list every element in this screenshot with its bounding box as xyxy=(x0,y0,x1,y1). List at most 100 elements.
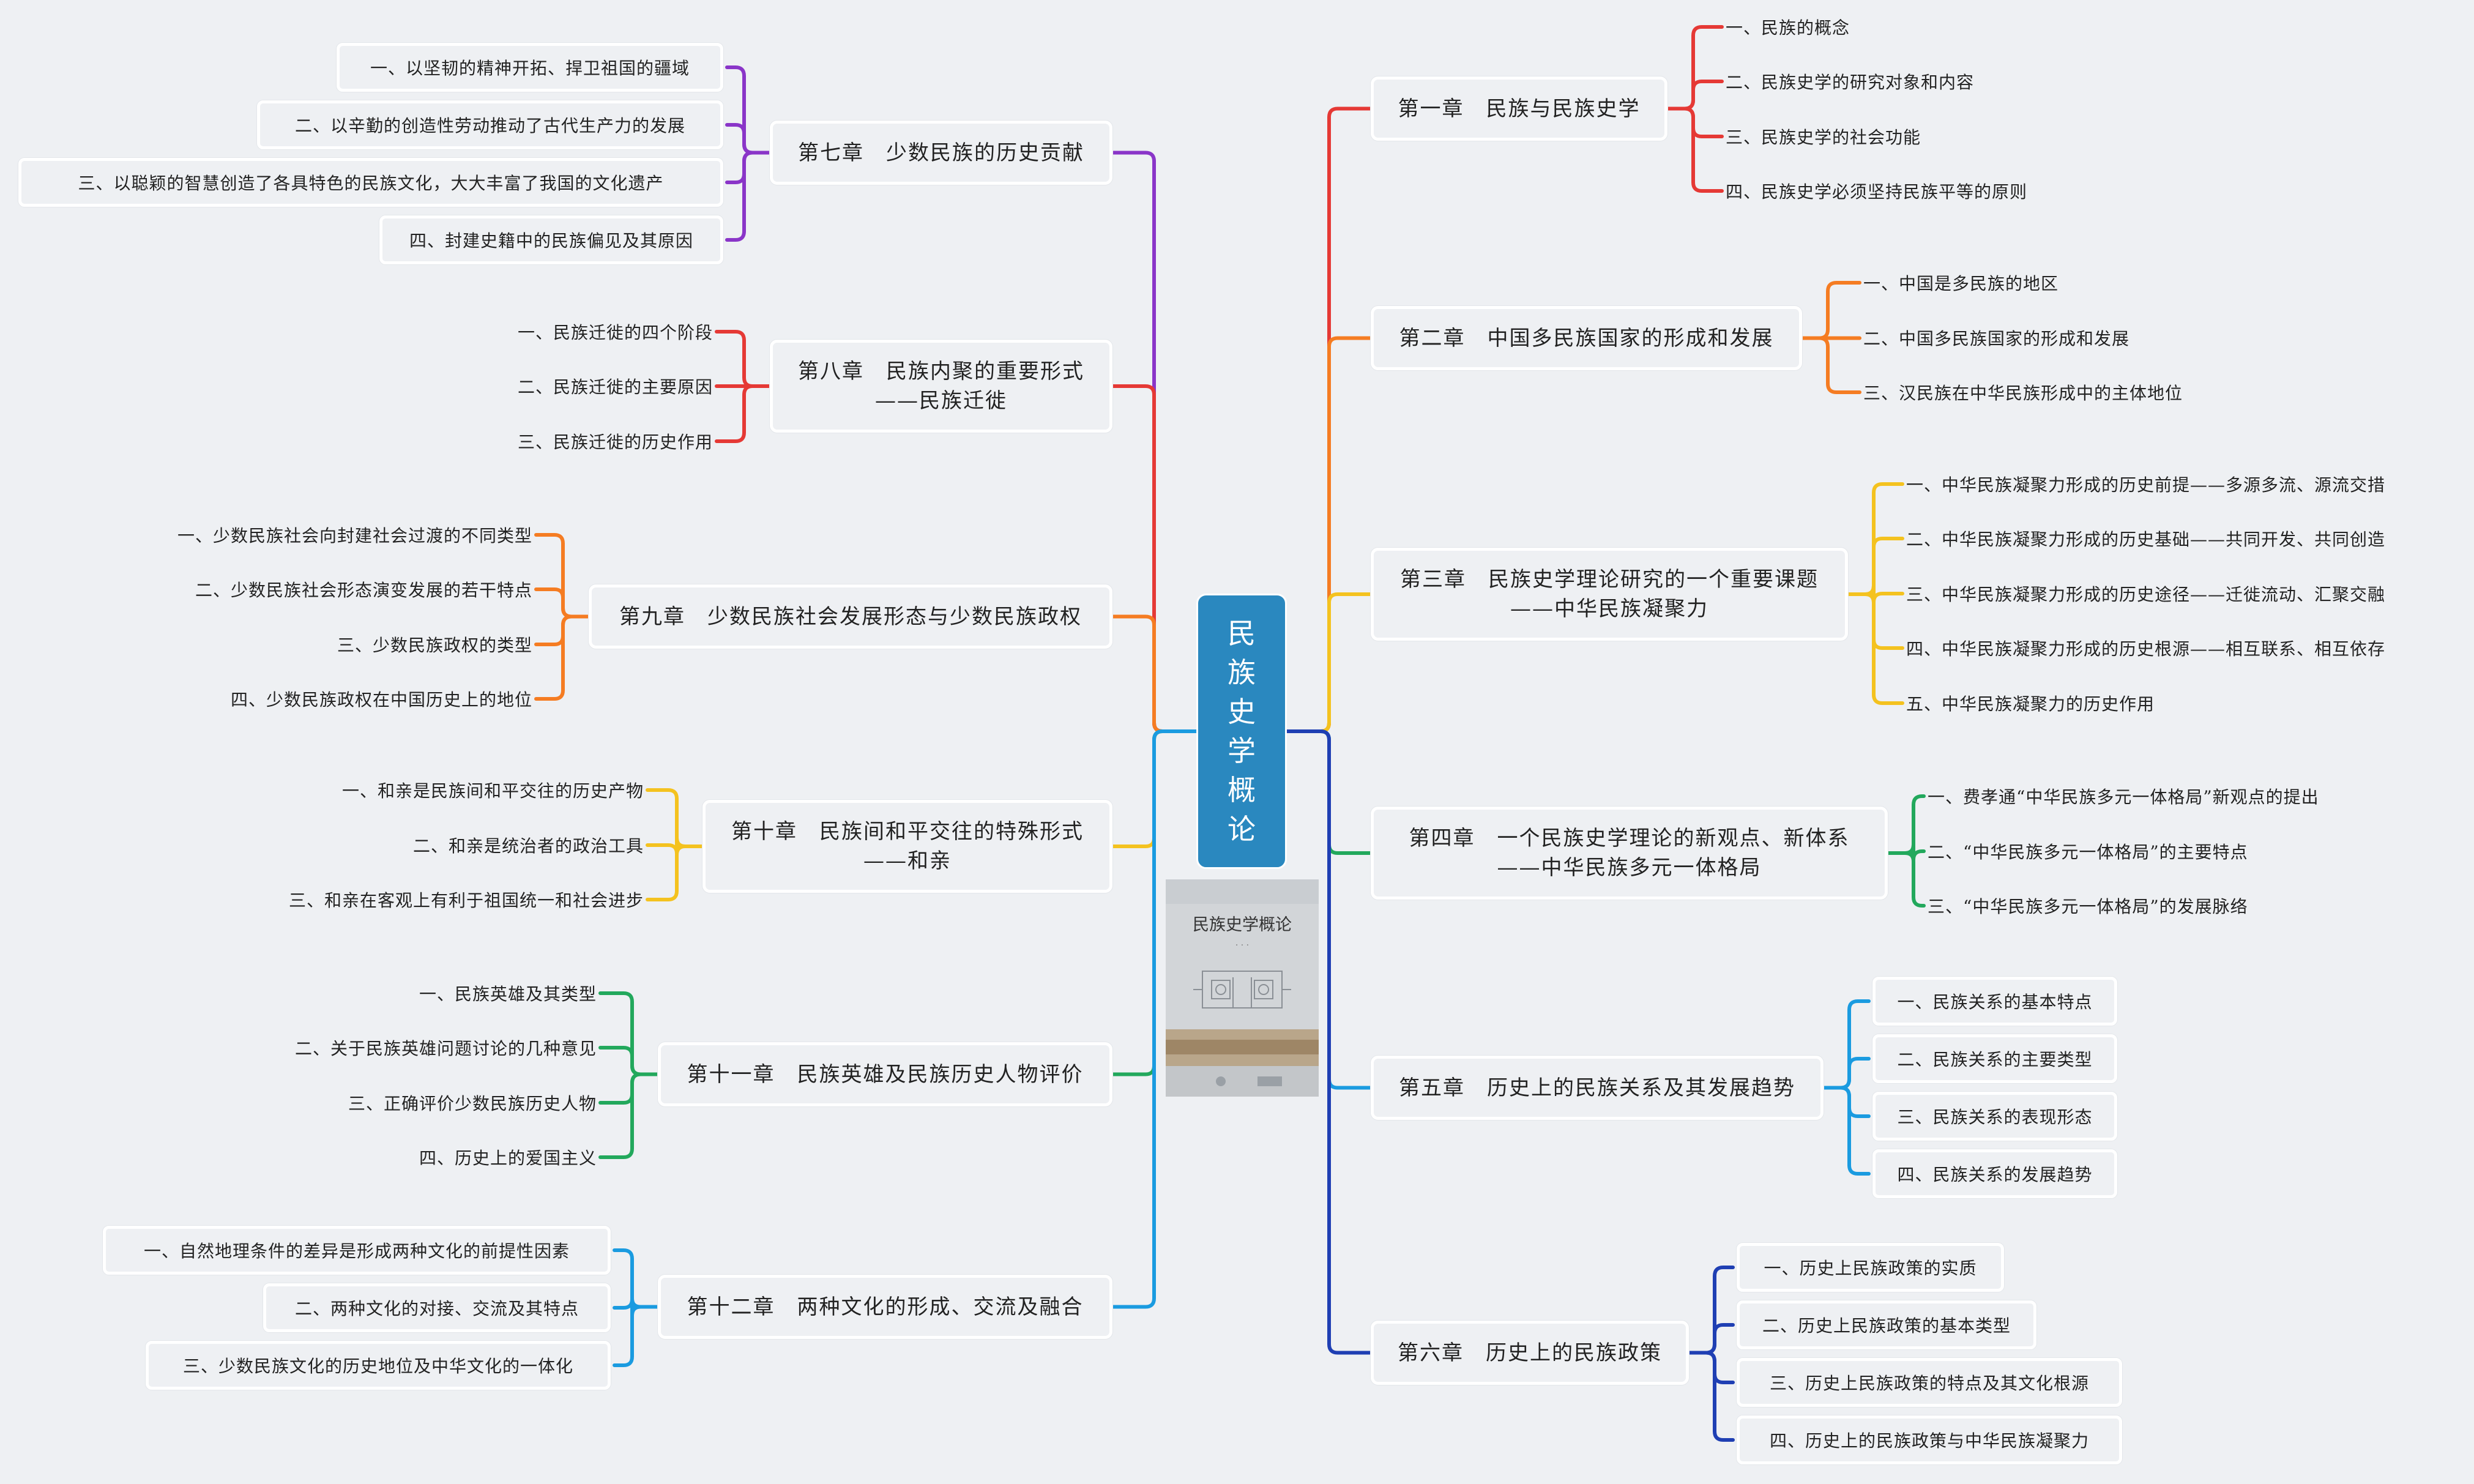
connector-line xyxy=(613,1248,643,1309)
connector-line xyxy=(1839,1086,1871,1118)
subtopic-item[interactable]: 二、以辛勤的创造性劳动推动了古代生产力的发展 xyxy=(257,100,723,149)
subtopic-item[interactable]: 三、历史上民族政策的特点及其文化根源 xyxy=(1737,1358,2122,1407)
connector-line xyxy=(534,587,573,619)
chapter-node-10[interactable]: 第十章 民族间和平交往的特殊形式 ——和亲 xyxy=(702,800,1112,893)
subtopic-item[interactable]: 一、以坚韧的精神开拓、捍卫祖国的疆域 xyxy=(337,43,723,92)
subtopic-item[interactable]: 三、民族迁徙的历史作用 xyxy=(517,432,713,452)
connector-line xyxy=(725,151,754,184)
subtopic-item[interactable]: 一、和亲是民族间和平交往的历史产物 xyxy=(341,781,644,801)
subtopic-item[interactable]: 四、封建史籍中的民族偏见及其原因 xyxy=(379,215,723,264)
connector-line xyxy=(1903,851,1926,908)
connector-line xyxy=(1817,336,1861,394)
connector-line xyxy=(646,845,687,901)
subtopic-item[interactable]: 三、以聪颖的智慧创造了各具特色的民族文化，大大丰富了我国的文化遗产 xyxy=(18,158,723,207)
subtopic-item[interactable]: 一、费孝通“中华民族多元一体格局”新观点的提出 xyxy=(1928,787,2319,807)
connector-line xyxy=(534,533,573,619)
subtopic-item[interactable]: 三、中华民族凝聚力形成的历史途径——迁徙流动、汇聚交融 xyxy=(1906,584,2386,605)
subtopic-item[interactable]: 一、中华民族凝聚力形成的历史前提——多源多流、源流交措 xyxy=(1906,475,2386,495)
connector-line xyxy=(1863,592,1904,650)
connector-line xyxy=(715,384,754,443)
connector-line xyxy=(534,614,573,646)
subtopic-item[interactable]: 四、民族史学必须坚持民族平等的原则 xyxy=(1726,182,2028,202)
connector-line xyxy=(1839,1086,1871,1176)
subtopic-item[interactable]: 四、历史上的爱国主义 xyxy=(419,1148,597,1168)
subtopic-item[interactable]: 二、历史上民族政策的基本类型 xyxy=(1737,1300,2036,1349)
subtopic-item[interactable]: 二、民族史学的研究对象和内容 xyxy=(1726,72,1975,92)
chapter-node-1[interactable]: 第一章 民族与民族史学 xyxy=(1371,76,1667,141)
chapter-node-12[interactable]: 第十二章 两种文化的形成、交流及融合 xyxy=(658,1275,1112,1339)
connector-line xyxy=(534,614,573,701)
subtopic-item[interactable]: 二、和亲是统治者的政治工具 xyxy=(412,836,644,856)
chapter-node-6[interactable]: 第六章 历史上的民族政策 xyxy=(1371,1321,1689,1385)
connector-line xyxy=(1704,1266,1735,1355)
subtopic-item[interactable]: 五、中华民族凝聚力的历史作用 xyxy=(1906,694,2155,714)
central-topic[interactable]: 民 族 史 学 概 论 xyxy=(1196,594,1287,869)
connector-line xyxy=(725,65,754,155)
subtopic-item[interactable]: 三、民族关系的表现形态 xyxy=(1872,1092,2117,1141)
connector-line xyxy=(1683,106,1724,193)
subtopic-item[interactable]: 二、民族迁徙的主要原因 xyxy=(517,377,713,397)
book-cover-title: 民族史学概论 xyxy=(1193,915,1292,934)
chapter-node-7[interactable]: 第七章 少数民族的历史贡献 xyxy=(770,121,1112,185)
central-topic-char: 史 xyxy=(1228,695,1256,728)
connector-line xyxy=(1704,1323,1735,1355)
subtopic-item[interactable]: 一、历史上民族政策的实质 xyxy=(1737,1243,2004,1292)
subtopic-item[interactable]: 三、民族史学的社会功能 xyxy=(1726,127,1921,147)
connector-line xyxy=(1111,729,1198,1309)
subtopic-item[interactable]: 三、和亲在客观上有利于祖国统一和社会进步 xyxy=(288,890,644,911)
central-topic-char: 学 xyxy=(1228,734,1256,767)
subtopic-item[interactable]: 一、自然地理条件的差异是形成两种文化的前提性因素 xyxy=(103,1226,611,1275)
connector-line xyxy=(1817,281,1861,340)
connector-line xyxy=(725,151,754,242)
subtopic-item[interactable]: 三、少数民族政权的类型 xyxy=(337,635,532,655)
connector-line xyxy=(1839,1057,1871,1090)
book-cover-author: · · · xyxy=(1235,941,1250,950)
subtopic-item[interactable]: 一、少数民族社会向封建社会过渡的不同类型 xyxy=(177,526,532,546)
book-cover-image: 民族史学概论 · · · xyxy=(1166,879,1319,1097)
chapter-node-3[interactable]: 第三章 民族史学理论研究的一个重要课题 ——中华民族凝聚力 xyxy=(1371,548,1848,641)
connector-line xyxy=(1111,614,1198,733)
subtopic-item[interactable]: 四、民族关系的发展趋势 xyxy=(1872,1149,2117,1198)
chapter-node-5[interactable]: 第五章 历史上的民族关系及其发展趋势 xyxy=(1371,1056,1824,1120)
subtopic-item[interactable]: 二、中国多民族国家的形成和发展 xyxy=(1863,329,2130,349)
subtopic-item[interactable]: 二、两种文化的对接、交流及其特点 xyxy=(263,1283,611,1332)
subtopic-item[interactable]: 二、“中华民族多元一体格局”的主要特点 xyxy=(1928,842,2248,862)
connector-line xyxy=(1285,729,1373,1355)
central-topic-char: 概 xyxy=(1228,774,1256,807)
connector-line xyxy=(725,123,754,155)
subtopic-item[interactable]: 二、中华民族凝聚力形成的历史基础——共同开发、共同创造 xyxy=(1906,529,2386,550)
chapter-node-8[interactable]: 第八章 民族内聚的重要形式 ——民族迁徙 xyxy=(770,340,1112,433)
subtopic-item[interactable]: 三、“中华民族多元一体格局”的发展脉络 xyxy=(1928,897,2248,917)
book-cover-art xyxy=(1166,879,1319,1097)
subtopic-item[interactable]: 一、民族关系的基本特点 xyxy=(1872,977,2117,1026)
connector-line xyxy=(646,788,687,848)
connector-line xyxy=(1839,999,1871,1090)
chapter-node-9[interactable]: 第九章 少数民族社会发展形态与少数民族政权 xyxy=(589,584,1112,649)
subtopic-item[interactable]: 二、民族关系的主要类型 xyxy=(1872,1034,2117,1083)
chapter-node-11[interactable]: 第十一章 民族英雄及民族历史人物评价 xyxy=(658,1042,1112,1106)
subtopic-item[interactable]: 三、正确评价少数民族历史人物 xyxy=(348,1094,597,1114)
subtopic-item[interactable]: 三、少数民族文化的历史地位及中华文化的一体化 xyxy=(146,1341,611,1390)
connector-line xyxy=(1863,537,1904,596)
chapter-node-2[interactable]: 第二章 中国多民族国家的形成和发展 xyxy=(1371,306,1802,370)
connector-line xyxy=(1863,592,1904,705)
subtopic-item[interactable]: 一、中国是多民族的地区 xyxy=(1863,274,2059,294)
central-topic-char: 族 xyxy=(1228,656,1256,689)
subtopic-item[interactable]: 二、少数民族社会形态演变发展的若干特点 xyxy=(195,580,532,600)
connector-line xyxy=(1285,592,1373,733)
subtopic-item[interactable]: 一、民族英雄及其类型 xyxy=(419,984,597,1004)
connector-line xyxy=(1704,1351,1735,1384)
connector-line xyxy=(613,1305,643,1367)
chapter-node-4[interactable]: 第四章 一个民族史学理论的新观点、新体系 ——中华民族多元一体格局 xyxy=(1371,807,1888,900)
subtopic-item[interactable]: 四、少数民族政权在中国历史上的地位 xyxy=(230,690,532,710)
subtopic-item[interactable]: 三、汉民族在中华民族形成中的主体地位 xyxy=(1863,383,2183,403)
connector-line xyxy=(1704,1351,1735,1442)
central-topic-char: 论 xyxy=(1228,813,1256,846)
subtopic-item[interactable]: 四、中华民族凝聚力形成的历史根源——相互联系、相互依存 xyxy=(1906,639,2386,659)
subtopic-item[interactable]: 二、关于民族英雄问题讨论的几种意见 xyxy=(294,1038,597,1059)
subtopic-item[interactable]: 一、民族的概念 xyxy=(1726,18,1850,38)
subtopic-item[interactable]: 四、历史上的民族政策与中华民族凝聚力 xyxy=(1737,1415,2122,1464)
central-topic-char: 民 xyxy=(1228,617,1256,650)
subtopic-item[interactable]: 一、民族迁徙的四个阶段 xyxy=(517,323,713,343)
